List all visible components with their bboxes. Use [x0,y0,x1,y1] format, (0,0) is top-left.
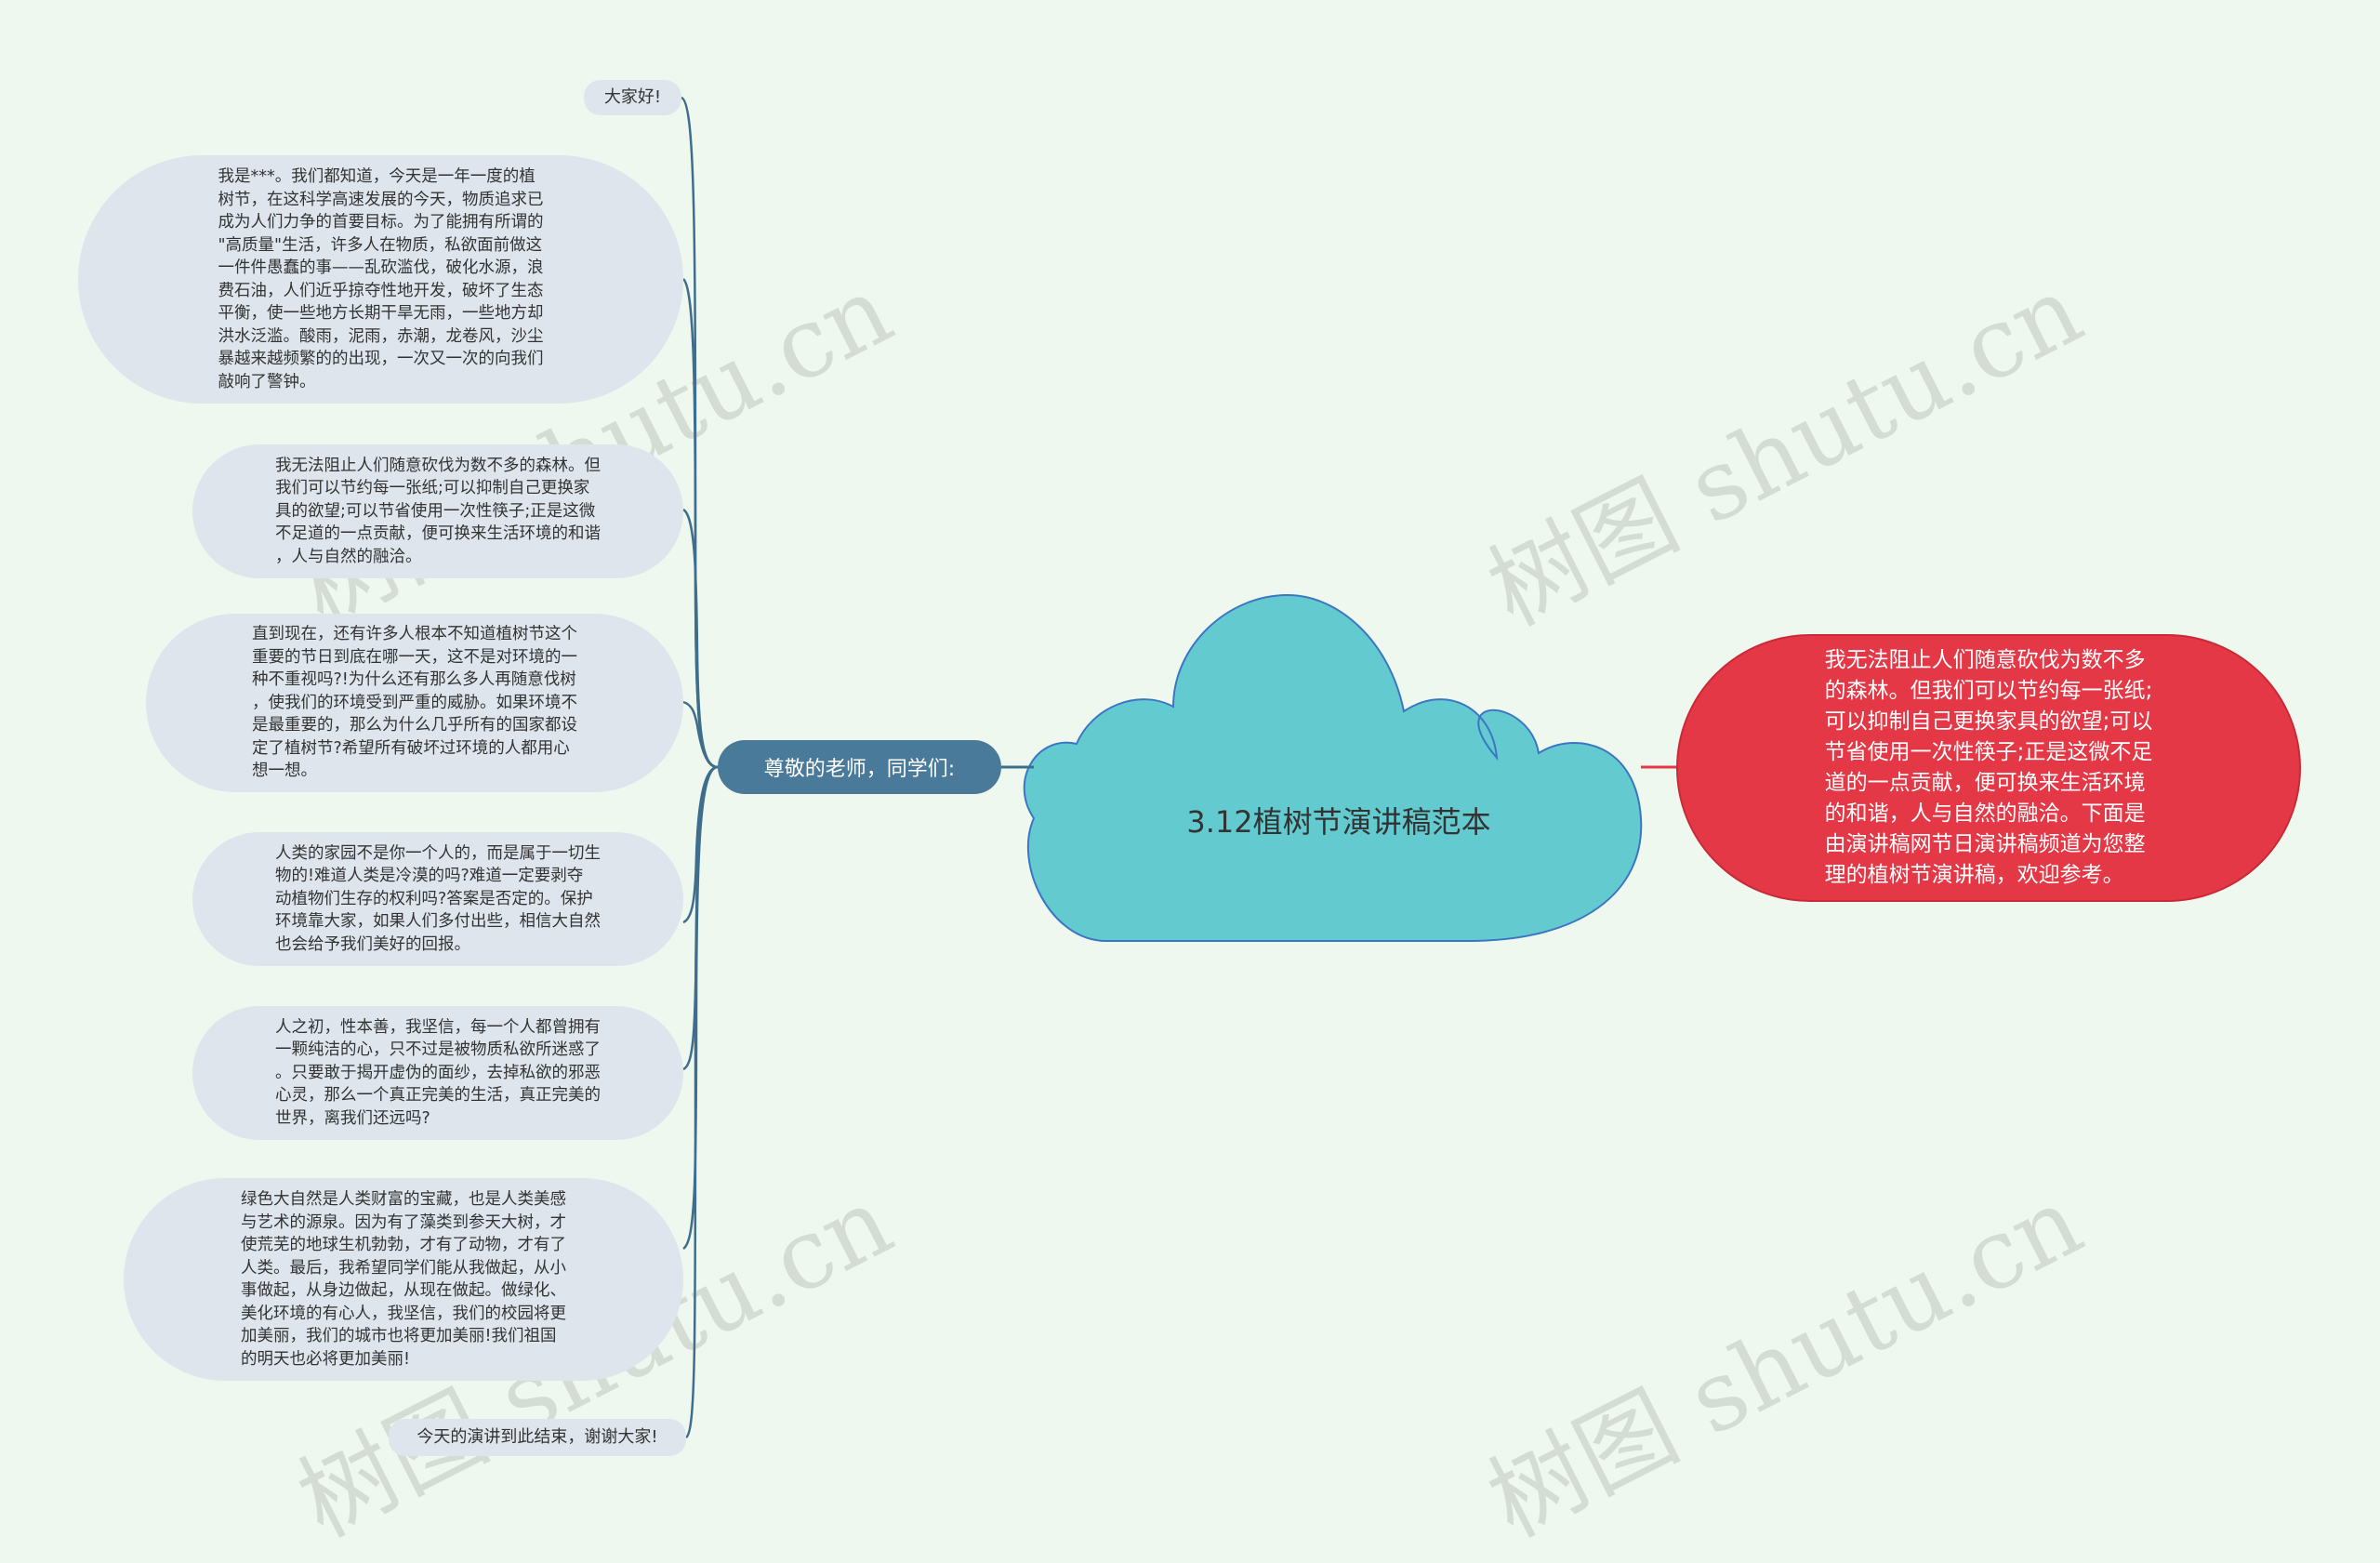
leaf-text: 人之初，性本善，我坚信，每一个人都曾拥有 一颗纯洁的心，只不过是被物质私欲所迷惑… [275,1017,601,1128]
right-summary-text: 我无法阻止人们随意砍伐为数不多 的森林。但我们可以节约每一张纸; 可以抑制自己更… [1824,648,2153,887]
connector-leaf-7 [682,765,719,1251]
leaf-node-6[interactable]: 人之初，性本善，我坚信，每一个人都曾拥有 一颗纯洁的心，只不过是被物质私欲所迷惑… [192,1006,683,1140]
central-topic[interactable]: 3.12植树节演讲稿范本 [1186,804,1491,840]
central-cloud-shape [1023,593,1643,942]
leaf-text: 今天的演讲到此结束，谢谢大家! [416,1426,658,1447]
connector-leaf-8 [685,765,719,1439]
connector-leaf-2 [682,278,719,769]
leaf-node-7[interactable]: 绿色大自然是人类财富的宝藏，也是人类美感 与艺术的源泉。因为有了藻类到参天大树，… [124,1178,683,1381]
leaf-connectors [681,96,719,1439]
right-summary-node[interactable]: 我无法阻止人们随意砍伐为数不多 的森林。但我们可以节约每一张纸; 可以抑制自己更… [1676,634,2301,902]
leaf-node-5[interactable]: 人类的家园不是你一个人的，而是属于一切生 物的!难道人类是冷漠的吗?难道一定要剥… [192,832,683,966]
leaf-text: 大家好! [603,86,662,107]
connector-leaf-3 [682,508,719,769]
leaf-node-8[interactable]: 今天的演讲到此结束，谢谢大家! [389,1419,686,1456]
leaf-text: 我是***。我们都知道，今天是一年一度的植 树节，在这科学高速发展的今天，物质追… [218,167,544,391]
leaf-node-2[interactable]: 我是***。我们都知道，今天是一年一度的植 树节，在这科学高速发展的今天，物质追… [78,155,683,404]
leaf-text: 人类的家园不是你一个人的，而是属于一切生 物的!难道人类是冷漠的吗?难道一定要剥… [275,843,601,954]
leaf-text: 我无法阻止人们随意砍伐为数不多的森林。但 我们可以节约每一张纸;可以抑制自己更换… [275,456,601,566]
hub-node[interactable]: 尊敬的老师，同学们: [718,740,1001,794]
leaf-node-1[interactable]: 大家好! [584,80,681,115]
leaf-node-4[interactable]: 直到现在，还有许多人根本不知道植树节这个 重要的节日到底在哪一天，这不是对环境的… [146,614,683,792]
leaf-text: 直到现在，还有许多人根本不知道植树节这个 重要的节日到底在哪一天，这不是对环境的… [252,625,577,781]
connector-leaf-1 [681,96,719,769]
connector-leaf-4 [682,700,719,769]
leaf-node-3[interactable]: 我无法阻止人们随意砍伐为数不多的森林。但 我们可以节约每一张纸;可以抑制自己更换… [192,444,683,578]
leaf-text: 绿色大自然是人类财富的宝藏，也是人类美感 与艺术的源泉。因为有了藻类到参天大树，… [241,1190,566,1369]
